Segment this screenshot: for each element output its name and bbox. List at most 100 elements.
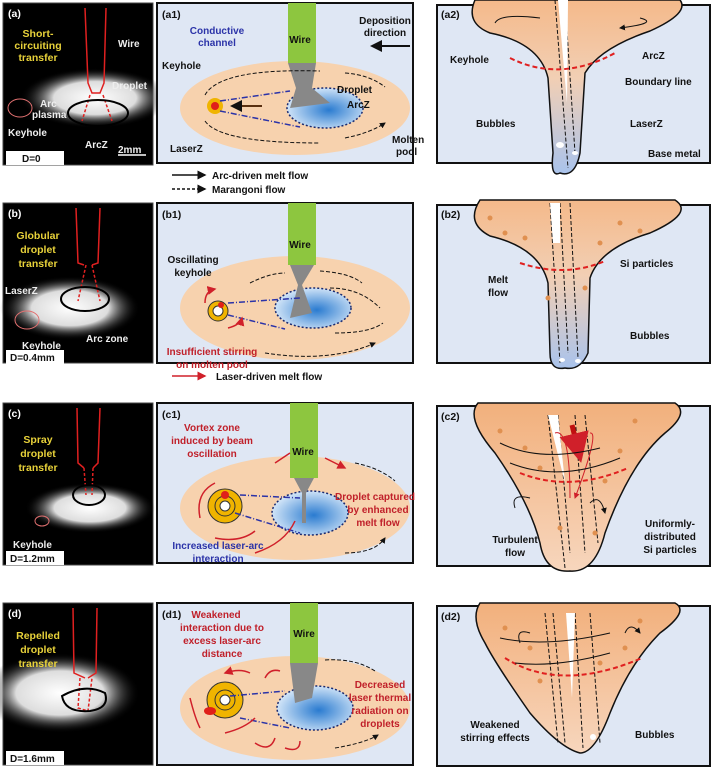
arcz-label: ArcZ [347,100,370,111]
keyhole-label: keyhole [174,268,212,279]
transfer-mode-label: Repelled [16,630,60,642]
photo-b: (b) Globular droplet transfer LaserZ Key… [0,202,154,364]
schematic-d1: (d1) Wire Weakened interaction due to ex… [156,602,414,766]
transfer-mode-label: Short- [23,28,54,40]
base-metal-label: Base metal [648,149,701,160]
arcz-label: ArcZ [85,140,108,151]
legend-arc-driven: Arc-driven melt flow [212,171,308,182]
decreased-label: droplets [360,719,400,730]
decreased-label: Decreased [355,680,406,691]
channel-label: Conductive [190,26,245,37]
transfer-mode-label: Globular [16,230,59,242]
boundary-label: Boundary line [625,77,692,88]
panel-tag: (d2) [441,611,460,623]
weakened-label: interaction due to [180,623,264,634]
panel-tag: (c2) [441,411,460,423]
melt-pool-section [471,0,683,175]
vortex-label: induced by beam [171,436,253,447]
wire [288,3,316,63]
schematic-b1: (b1) Wire Oscillating keyhole Insufficie… [156,202,414,371]
row-c: (c) Spray droplet transfer Keyhole D=1.2… [2,402,711,572]
row-a: (a) Short- circuiting transfer Wire Drop… [2,0,711,175]
transfer-mode-label: droplet [20,244,56,256]
schematic-a1: (a1) Conductive channel Wire Deposition … [156,2,424,164]
transfer-mode-label: circuiting [14,40,61,52]
si-particles-label: Si particles [620,259,674,270]
droplet-label: Droplet captured [335,492,415,503]
wire-label: Wire [292,447,314,458]
melt-flow-label: Melt [488,275,509,286]
scale-label: 2mm [118,145,141,156]
laserz-label: LaserZ [170,144,203,155]
wire-outline [84,7,107,94]
keyhole-label: Keyhole [22,341,61,352]
turbulent-flow-label: Turbulent [492,535,538,546]
transfer-mode-label: transfer [18,52,57,64]
photo-d: (d) Repelled droplet transfer D=1.6mm [0,602,154,766]
distance-label: D=0 [22,154,41,165]
laserz-label: LaserZ [5,286,38,297]
keyhole-label: Oscillating [167,255,218,266]
pool-label: pool [396,147,417,158]
laserz-label: LaserZ [630,119,663,130]
keyhole-label: Keyhole [8,128,47,139]
legend-marangoni: Marangoni flow [212,185,286,196]
transfer-mode-label: droplet [20,448,56,460]
photo-c: (c) Spray droplet transfer Keyhole D=1.2… [2,402,155,566]
legend-laser: Laser-driven melt flow [172,371,322,383]
row-b: (b) Globular droplet transfer LaserZ Key… [0,199,711,371]
arcz-label: ArcZ [642,51,665,62]
vortex-label: Vortex zone [184,423,240,434]
section-a2: (a2) Keyhole ArcZ Boundary line Bubbles … [436,0,711,175]
transfer-mode-label: transfer [18,462,57,474]
distance-label: D=1.2mm [10,554,55,565]
legend-laser-driven: Laser-driven melt flow [216,372,322,383]
droplet [288,63,330,108]
turbulent-flow-label: flow [505,548,525,559]
panel-tag: (b) [8,208,21,220]
interaction-label: interaction [192,554,243,565]
keyhole-label: Keyhole [13,540,52,551]
section-d2: (d2) Weakened stirring effects Bubbles [436,602,711,767]
interaction-label: Increased laser-arc [172,541,264,552]
decreased-label: radiation on [351,706,408,717]
row-d: (d) Repelled droplet transfer D=1.6mm (d… [0,602,711,767]
droplet-label: Droplet [337,85,373,96]
wire-label: Wire [118,39,140,50]
schematic-c1: (c1) Wire Vortex zone induced by beam os… [156,402,415,565]
wire-label: Wire [289,240,311,251]
bubbles-label: Bubbles [630,331,670,342]
keyhole-label: Keyhole [450,55,489,66]
panel-tag: (d) [8,608,21,620]
transfer-mode-label: transfer [18,658,57,670]
panel-tag: (a) [8,8,21,20]
panel-tag: (c1) [162,409,181,421]
bubbles-label: Bubbles [476,119,516,130]
stirring-label: on molten pool [176,360,248,371]
transfer-mode-label: Spray [23,434,52,446]
arc-plasma-label: plasma [32,110,67,121]
section-c2: (c2) Turbulent flow Uniformly- distribut… [436,402,711,572]
si-particles-label: Si particles [643,545,697,556]
panel-tag: (b1) [162,209,181,221]
weakened-label: excess laser-arc [183,636,261,647]
arc-plasma-label: Arc [40,99,57,110]
distance-label: D=1.6mm [10,754,55,765]
wire-label: Wire [289,35,311,46]
panel-tag: (c) [8,408,21,420]
weakened-label: Weakened [191,610,240,621]
droplet-label: by enhanced [347,505,408,516]
stirring-label: Insufficient stirring [167,347,258,358]
droplet-label: melt flow [356,518,400,529]
deposition-label: direction [364,28,406,39]
bubbles-label: Bubbles [635,730,675,741]
legend-flows: Arc-driven melt flow Marangoni flow [172,170,308,196]
wire-label: Wire [293,629,315,640]
si-particles-label: Uniformly- [645,519,695,530]
weakened-stirring-label: stirring effects [460,733,530,744]
weakened-label: distance [202,649,243,660]
transfer-mode-label: transfer [18,258,57,270]
panel-tag: (d1) [162,609,181,621]
photo-a: (a) Short- circuiting transfer Wire Drop… [2,2,170,166]
